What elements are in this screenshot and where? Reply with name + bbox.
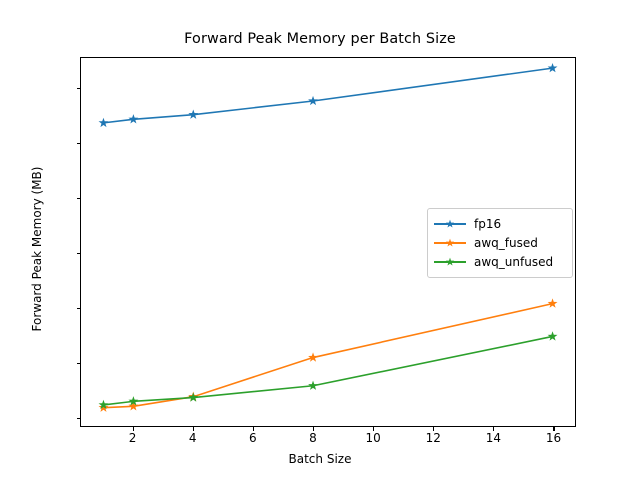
x-axis-tick-label: 12 <box>425 431 441 445</box>
legend-star-marker-icon <box>445 257 455 266</box>
data-point-marker <box>128 401 139 411</box>
data-point-marker <box>98 399 109 410</box>
legend-item-awq_fused[interactable]: awq_fused <box>434 233 566 252</box>
data-point-marker <box>128 396 139 406</box>
series-line <box>103 67 553 124</box>
data-point-marker <box>188 109 199 119</box>
page-title: Forward Peak Memory per Batch Size <box>184 31 456 47</box>
x-axis-tick-label: 2 <box>128 431 137 445</box>
data-point-marker <box>547 331 558 341</box>
y-axis-tick-mark <box>76 308 80 310</box>
legend-label: fp16 <box>474 216 502 231</box>
y-axis-tick-mark <box>76 363 80 365</box>
data-point-marker <box>128 114 139 124</box>
y-axis-tick-mark <box>76 253 80 255</box>
y-axis-tick-mark <box>76 142 80 144</box>
legend-item-fp16[interactable]: fp16 <box>434 214 566 233</box>
legend: fp16 awq_fused awq_unfused <box>427 208 573 278</box>
x-axis-tick-label: 4 <box>188 431 197 445</box>
x-axis-label: Batch Size <box>288 452 352 466</box>
series-line <box>103 335 553 406</box>
y-axis-tick-mark <box>76 418 80 420</box>
y-axis-tick-mark <box>76 87 80 89</box>
legend-item-awq_unfused[interactable]: awq_unfused <box>434 252 566 271</box>
legend-swatch <box>434 217 466 231</box>
data-point-marker <box>308 352 318 362</box>
x-axis-tick-label: 14 <box>485 431 501 445</box>
x-axis-tick-mark <box>192 427 194 431</box>
y-axis-label: Forward Peak Memory (MB) <box>30 166 44 332</box>
data-point-marker <box>98 402 109 412</box>
legend-swatch <box>434 255 466 269</box>
plot-area <box>80 57 576 427</box>
data-point-marker <box>308 95 318 106</box>
x-axis-tick-mark <box>433 427 435 431</box>
data-point-marker <box>308 380 318 390</box>
x-axis-tick-mark <box>553 427 555 431</box>
series-canvas <box>98 62 558 412</box>
data-point-marker <box>547 298 558 308</box>
x-axis-tick-label: 16 <box>545 431 562 445</box>
x-axis-tick-mark <box>373 427 375 431</box>
x-axis-tick-mark <box>252 427 254 431</box>
series-awq_fused <box>98 298 558 412</box>
y-axis-tick-mark <box>76 197 80 200</box>
series-awq_unfused <box>98 331 558 410</box>
legend-label: awq_fused <box>474 235 538 250</box>
legend-star-marker-icon <box>445 219 455 228</box>
x-axis-tick-mark <box>312 427 315 431</box>
data-point-marker <box>98 117 109 128</box>
x-axis-tick-mark <box>493 427 495 431</box>
series-fp16 <box>98 62 558 128</box>
x-axis-tick-mark <box>132 427 134 431</box>
data-point-marker <box>188 392 199 402</box>
legend-swatch <box>434 236 466 250</box>
legend-star-marker-icon <box>445 238 455 247</box>
series-line <box>103 302 553 409</box>
x-axis-tick-label: 6 <box>249 431 257 445</box>
data-point-marker <box>547 62 558 73</box>
x-axis-tick-label: 10 <box>365 431 381 445</box>
x-axis-tick-label: 8 <box>309 431 317 445</box>
legend-label: awq_unfused <box>474 254 554 269</box>
